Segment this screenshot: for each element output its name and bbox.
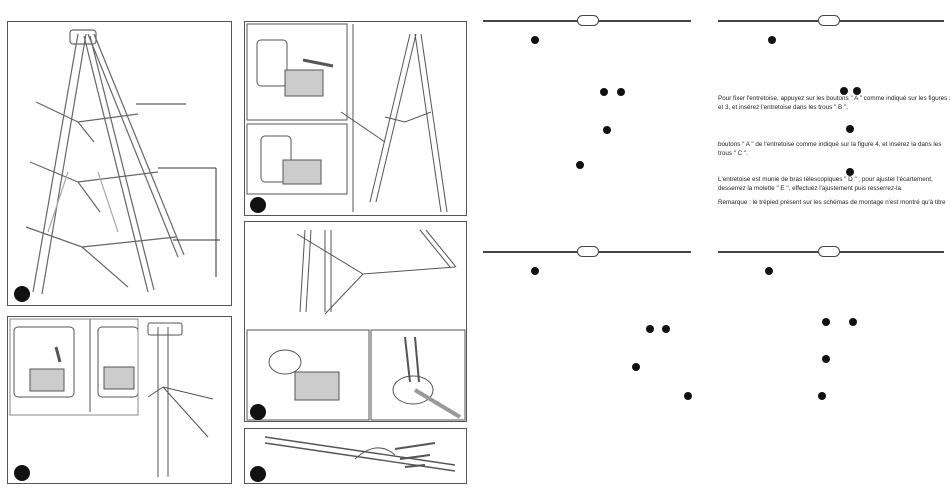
figure-4-marker xyxy=(250,404,266,420)
figure-1-marker xyxy=(14,286,30,302)
telescopic-arm-adjustment-illustration xyxy=(264,436,456,472)
figure-3-marker xyxy=(250,197,266,213)
instruction-line: desserrez la molette " E ", effectuez l'… xyxy=(718,185,903,192)
tripod-three-spreaders-illustration xyxy=(25,29,220,295)
section-header-4 xyxy=(718,246,944,258)
step-bullet xyxy=(818,392,826,400)
figure-5-panel xyxy=(244,428,467,484)
step-bullet xyxy=(600,88,608,96)
spreader-buttons-closeup-illustration xyxy=(9,318,214,477)
remark-line: Remarque : le trépied présent sur les sc… xyxy=(718,199,946,206)
step-bullet xyxy=(684,392,692,400)
instruction-line: L'entretoise est munie de bras télescopi… xyxy=(718,176,933,183)
step-bullet xyxy=(617,88,625,96)
instruction-line: Pour fixer l'entretoise, appuyez sur les… xyxy=(718,95,950,102)
step-bullet xyxy=(531,36,539,44)
figure-5-marker xyxy=(250,466,266,482)
step-bullet xyxy=(603,126,611,134)
spreader-insertion-illustration xyxy=(246,23,448,213)
section-header-3 xyxy=(483,246,691,258)
figure-1-panel xyxy=(7,21,232,306)
step-bullet xyxy=(849,318,857,326)
instruction-line: trous " C ". xyxy=(718,150,749,157)
step-bullet xyxy=(768,36,776,44)
section-oval-icon xyxy=(818,15,840,26)
figure-2-panel xyxy=(7,316,232,484)
step-bullet xyxy=(846,168,854,176)
step-bullet xyxy=(822,318,830,326)
step-bullet xyxy=(632,363,640,371)
section-header-2 xyxy=(718,15,944,27)
step-bullet xyxy=(576,161,584,169)
step-bullet xyxy=(846,125,854,133)
section-oval-icon xyxy=(577,246,599,257)
figure-4-panel xyxy=(244,221,467,422)
step-bullet xyxy=(853,87,861,95)
step-bullet xyxy=(840,87,848,95)
step-bullet xyxy=(765,267,773,275)
step-bullet xyxy=(646,325,654,333)
step-bullet xyxy=(531,267,539,275)
step-bullet xyxy=(822,355,830,363)
section-oval-icon xyxy=(818,246,840,257)
figure-3-panel xyxy=(244,21,467,216)
step-bullet xyxy=(662,325,670,333)
section-oval-icon xyxy=(577,15,599,26)
instruction-line: et 3, et insérez l'entretoise dans les t… xyxy=(718,104,848,111)
section-header-1 xyxy=(483,15,691,27)
lower-spreader-attachment-illustration xyxy=(246,229,466,421)
instruction-line: boutons " A " de l'entretoise comme indi… xyxy=(718,141,942,148)
figure-2-marker xyxy=(14,465,30,481)
